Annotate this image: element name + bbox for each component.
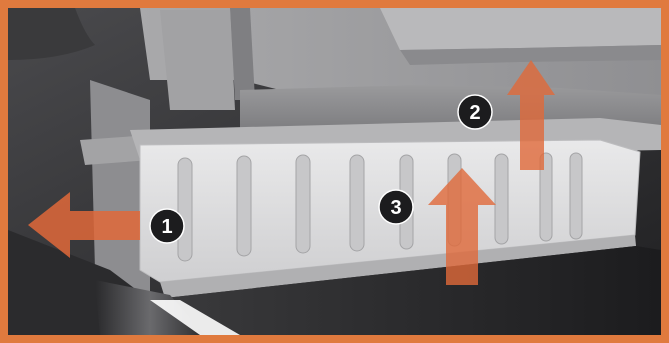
badge-label: 2 [469, 102, 480, 124]
badge-label: 1 [161, 216, 172, 238]
printer-drawing: 1 2 3 [8, 8, 661, 335]
badge-3: 3 [379, 190, 413, 224]
badge-1: 1 [150, 209, 184, 243]
illustration-scene: 1 2 3 [8, 8, 661, 335]
badge-2: 2 [458, 95, 492, 129]
badge-label: 3 [390, 197, 401, 219]
